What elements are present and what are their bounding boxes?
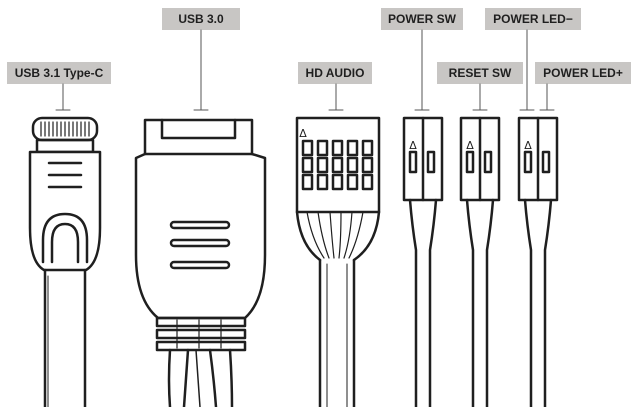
pin1-marker-reset-sw: Δ [466, 139, 474, 152]
pin1-marker-power-led: Δ [524, 139, 532, 152]
label-usb31-type-c: USB 3.1 Type-C [7, 62, 111, 84]
leader-lines [55, 29, 555, 111]
label-power-sw: POWER SW [381, 8, 463, 30]
label-power-led-positive: POWER LED+ [535, 62, 631, 84]
pin1-marker-hd-audio: Δ [299, 127, 307, 140]
pin1-marker-power-sw: Δ [409, 139, 417, 152]
label-usb30: USB 3.0 [162, 8, 240, 30]
label-reset-sw: RESET SW [437, 62, 523, 84]
label-hd-audio: HD AUDIO [298, 62, 372, 84]
power-sw-connector [402, 116, 444, 407]
usb31-type-c-connector [28, 116, 102, 407]
power-led-connector [517, 116, 559, 407]
label-power-led-negative: POWER LED− [485, 8, 581, 30]
reset-sw-connector [459, 116, 501, 407]
usb30-connector [134, 118, 267, 407]
hd-audio-connector [295, 116, 381, 407]
